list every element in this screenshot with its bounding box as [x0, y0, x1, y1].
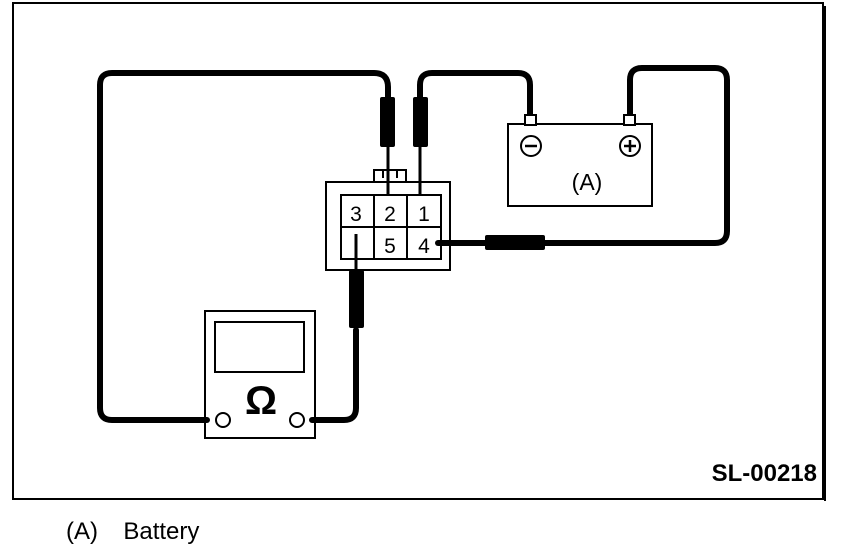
battery-positive-post: [623, 114, 636, 126]
probe-plug-terminal-1: [413, 97, 428, 147]
ohm-symbol-icon: Ω: [245, 379, 277, 423]
connector-terminals: 3 2 1 5 4: [350, 203, 430, 258]
terminal-2: 2: [384, 203, 396, 226]
ohmmeter-body: [204, 310, 316, 439]
wire-terminal-3-to-ohmmeter: [309, 327, 359, 423]
legend: (A) Battery: [66, 518, 199, 546]
connector-latch: [373, 169, 407, 182]
ohmmeter-left-jack: [215, 412, 231, 428]
terminal-1: 1: [418, 203, 430, 226]
legend-key: (A): [66, 518, 98, 545]
probe-plugs: [349, 97, 545, 328]
figure-code: SL-00218: [712, 460, 817, 487]
ohmmeter-display: [214, 321, 305, 373]
figure-frame: [12, 2, 824, 500]
legend-text: Battery: [123, 518, 200, 545]
probe-plug-terminal-3: [349, 270, 364, 328]
battery-body: [507, 123, 653, 207]
wire-battery-positive-to-terminal-4: [542, 65, 730, 246]
battery: (A): [507, 114, 653, 207]
terminal-3: 3: [350, 203, 362, 226]
terminal-4: 4: [418, 235, 430, 258]
connector: [325, 169, 451, 271]
wire-ohmmeter-to-terminal-2: [97, 70, 391, 423]
connector-housing: [325, 181, 451, 271]
terminal-5: 5: [384, 235, 396, 258]
battery-label: (A): [572, 169, 603, 195]
ohmmeter: Ω: [204, 310, 316, 439]
probe-plug-terminal-2: [380, 97, 395, 147]
battery-negative-post: [524, 114, 537, 126]
battery-positive-icon: [619, 135, 641, 157]
probe-plug-terminal-4: [485, 235, 545, 250]
ohmmeter-right-jack: [289, 412, 305, 428]
wires: [97, 65, 730, 423]
battery-negative-icon: [520, 135, 542, 157]
wire-terminal-1-to-battery-negative: [417, 70, 533, 119]
